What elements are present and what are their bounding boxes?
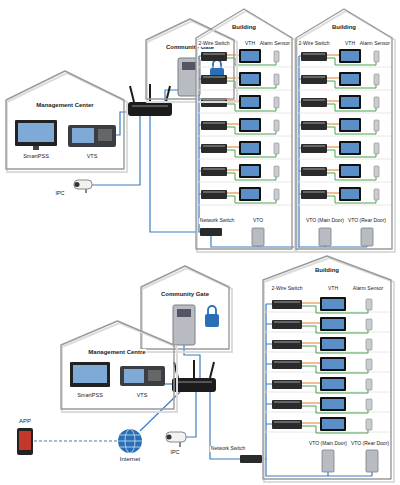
device-label: VTO (Rear Door)	[347, 218, 387, 224]
app-phone	[17, 428, 33, 455]
device-label: Internet	[119, 456, 141, 463]
device-label: 2-Wire Switch	[198, 41, 231, 47]
node-title: Building	[314, 267, 340, 274]
smartpss-workstation	[70, 362, 110, 387]
device-label: VTS	[86, 153, 99, 159]
device-label: Alarm Sensor	[359, 41, 391, 47]
device-label: VTO (Main Door)	[305, 218, 345, 224]
device-label: Network Switch	[210, 446, 246, 452]
vto-panel	[252, 228, 378, 472]
lock-icon	[205, 314, 219, 327]
node-title: Management Centre	[87, 349, 146, 356]
internet-globe	[118, 429, 142, 453]
house-outline: Management CentreSmartPSS VTS	[60, 320, 175, 410]
device-label: APP	[18, 418, 32, 425]
device-label: Alarm Sensor	[259, 41, 291, 47]
network-switch	[240, 455, 262, 463]
house-outline: Management CenterSmartPSS VTS	[5, 70, 125, 170]
device-label: VTH	[344, 41, 356, 47]
house-shape	[145, 18, 235, 100]
device-label: VTO (Rear Door)	[350, 441, 390, 447]
gate-vto	[173, 305, 195, 345]
network-switch	[200, 228, 222, 236]
device-label: VTH	[327, 286, 339, 292]
device-label: 2-Wire Switch	[298, 41, 331, 47]
device-label: 2-Wire Switch	[271, 286, 304, 292]
ipc-camera	[74, 180, 92, 193]
device-label: Alarm Sensor	[352, 286, 384, 292]
node-title: Building	[231, 24, 257, 31]
ipc-camera	[166, 432, 186, 447]
smartpss-workstation	[15, 120, 57, 150]
house-outline: Building 2-Wire Switch VTH Alarm SensorVTO …	[262, 255, 392, 480]
device-label: VTO (Main Door)	[308, 441, 348, 447]
house-outline: Building 2-Wire Switch VTHAlarm SensorNetw…	[195, 8, 293, 250]
wireless-link	[34, 440, 117, 441]
node-title: Community Gate	[160, 291, 210, 298]
device-label: VTO	[252, 218, 264, 224]
router	[172, 360, 216, 392]
node-title: Management Center	[35, 102, 94, 109]
device-label: SmartPSS	[76, 392, 104, 398]
device-label: VTH	[244, 41, 256, 47]
device-label: VTS	[136, 392, 149, 398]
device-label: SmartPSS	[22, 153, 50, 159]
node-title: Building	[331, 24, 357, 31]
house-outline: Community Gate	[145, 18, 235, 100]
gate-vto-screen	[182, 62, 196, 70]
router	[128, 84, 172, 116]
vts-console	[68, 125, 116, 147]
device-label: IPC	[54, 190, 65, 196]
house-outline: Building 2-Wire Switch VTHAlarm SensorVTO …	[295, 8, 393, 250]
device-label: Network Switch	[199, 218, 235, 224]
device-label: IPC	[169, 449, 180, 455]
vts-console	[120, 366, 165, 386]
